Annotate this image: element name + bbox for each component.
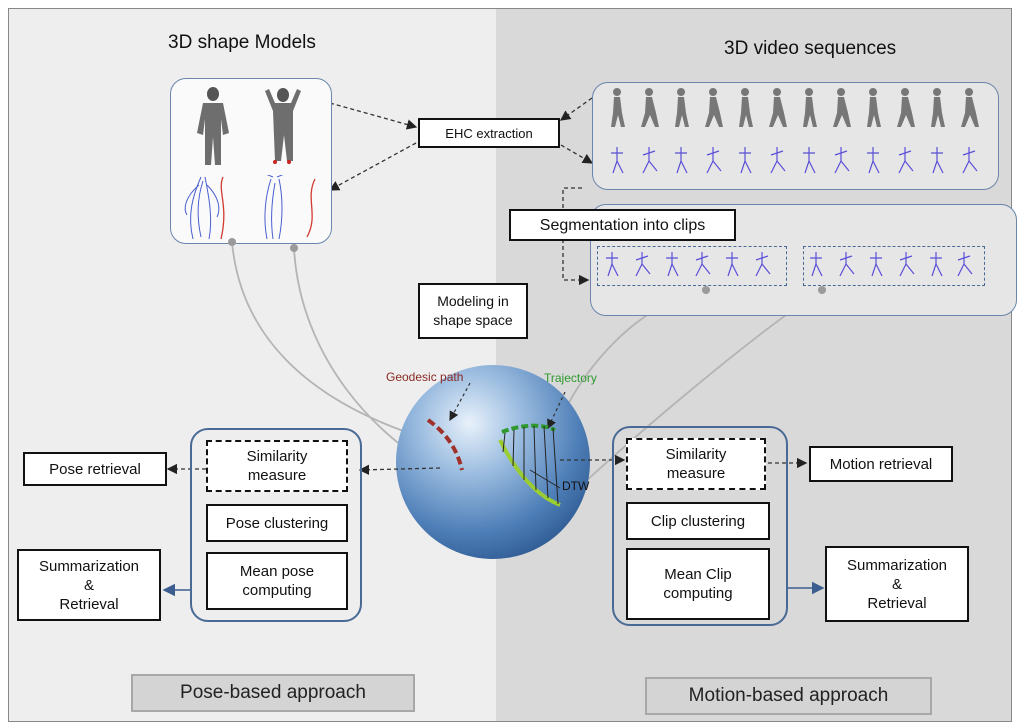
mesh-model-1 xyxy=(197,87,229,165)
dtw-label: DTW xyxy=(562,479,590,493)
summ-left-line2: & xyxy=(83,576,94,594)
shape-models-group xyxy=(170,78,332,244)
pose-clustering-box: Pose clustering xyxy=(206,504,348,542)
shape-space-sphere xyxy=(396,365,590,559)
curve-model1 xyxy=(231,241,431,441)
trajectory-label: Trajectory xyxy=(544,371,597,385)
clip-1 xyxy=(597,246,787,286)
clip1-dot xyxy=(702,286,710,294)
video-sequences-title: 3D video sequences xyxy=(724,38,897,59)
mean-pose-line1: Mean pose xyxy=(239,563,315,580)
ehc-curves xyxy=(184,175,316,240)
segmentation-box: Segmentation into clips xyxy=(509,209,736,241)
clip2-dot xyxy=(818,286,826,294)
mean-pose-line2: computing xyxy=(242,582,312,599)
video-frames xyxy=(611,88,979,174)
video-sequences-group xyxy=(592,82,999,190)
summ-left-line1: Summarization xyxy=(38,557,140,575)
summ-right-line2: & xyxy=(891,575,902,593)
mean-pose-box: Mean pose computing xyxy=(206,552,348,610)
ehc-extraction-box: EHC extraction xyxy=(418,118,560,148)
summarization-right-box: Summarization & Retrieval xyxy=(825,546,969,622)
similarity-left-line2: measure xyxy=(247,467,307,484)
summ-right-line3: Retrieval xyxy=(867,594,927,612)
mean-clip-line1: Mean Clip xyxy=(664,566,732,583)
mesh-model-2 xyxy=(265,88,301,164)
motion-retrieval-box: Motion retrieval xyxy=(809,446,953,482)
similarity-measure-left: Similarity measure xyxy=(206,440,348,492)
summ-right-line1: Summarization xyxy=(846,556,948,574)
pose-retrieval-box: Pose retrieval xyxy=(23,452,167,486)
similarity-right-line2: measure xyxy=(666,465,726,482)
summarization-left-box: Summarization & Retrieval xyxy=(17,549,161,621)
similarity-left-line1: Similarity xyxy=(246,448,308,465)
motion-methods-group xyxy=(612,426,788,626)
clip-2-frames xyxy=(810,252,973,277)
mean-clip-box: Mean Clip computing xyxy=(626,548,770,620)
modeling-line1: Modeling in xyxy=(437,293,509,309)
geodesic-path xyxy=(426,418,464,471)
modeling-line2: shape space xyxy=(433,312,513,328)
model2-dot xyxy=(290,244,298,252)
clip-2 xyxy=(803,246,985,286)
shape-models-title: 3D shape Models xyxy=(168,32,316,53)
similarity-right-line1: Similarity xyxy=(665,446,727,463)
similarity-measure-right: Similarity measure xyxy=(626,438,766,490)
clip-clustering-box: Clip clustering xyxy=(626,502,770,540)
mean-clip-line2: computing xyxy=(663,585,733,602)
modeling-box: Modeling in shape space xyxy=(418,283,528,339)
pose-methods-group xyxy=(190,428,362,622)
clip-1-frames xyxy=(606,252,771,277)
model1-dot xyxy=(228,238,236,246)
summ-left-line3: Retrieval xyxy=(59,595,119,613)
geodesic-label: Geodesic path xyxy=(386,370,464,384)
pose-approach-label: Pose-based approach xyxy=(131,674,415,712)
motion-approach-label: Motion-based approach xyxy=(645,677,932,715)
